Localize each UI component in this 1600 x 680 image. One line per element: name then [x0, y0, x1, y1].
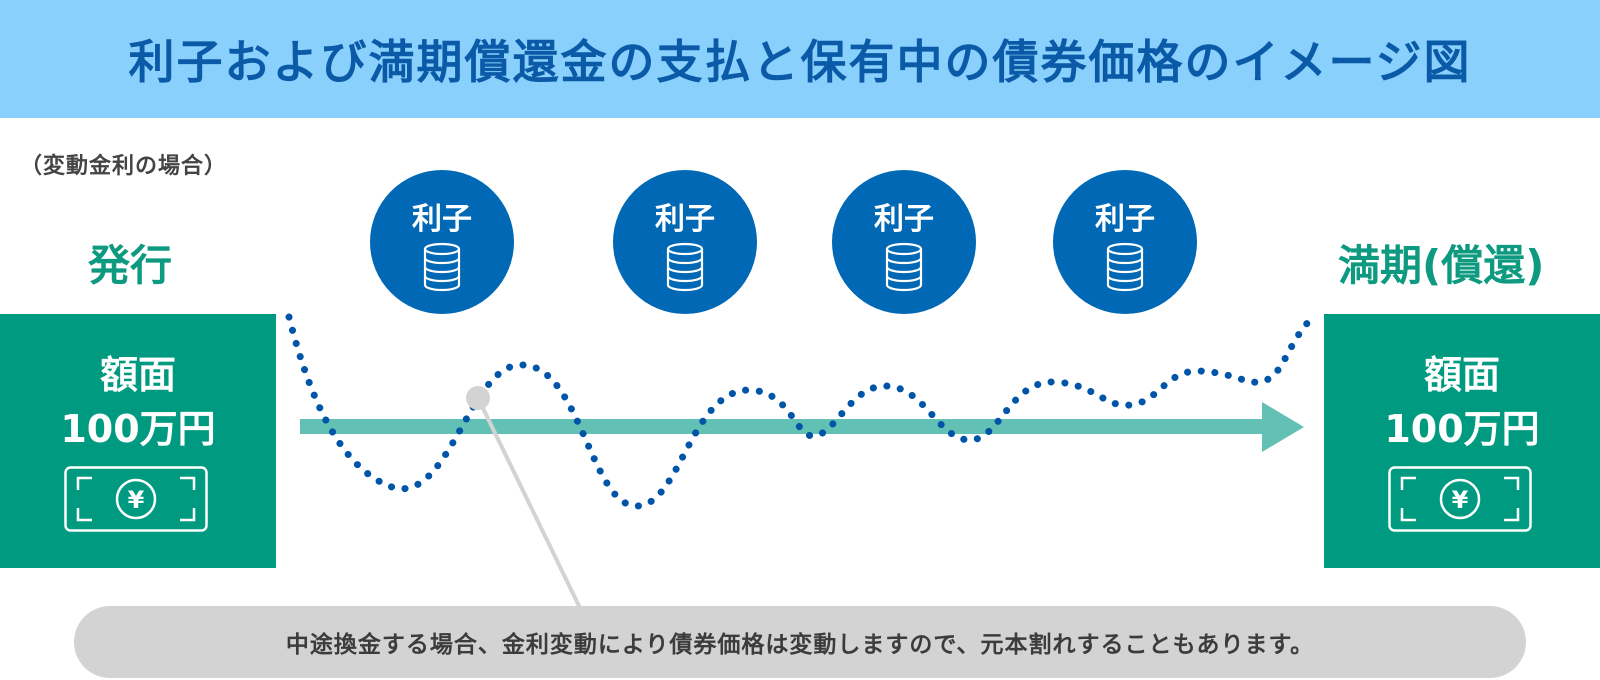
svg-text:¥: ¥: [128, 486, 145, 514]
callout-note: 中途換金する場合、金利変動により債券価格は変動しますので、元本割れすることもあり…: [74, 606, 1526, 678]
issue-face-value-box: 額面 100万円 ¥: [0, 314, 276, 568]
coin-stack-icon: [885, 242, 923, 292]
coin-stack-icon: [1106, 242, 1144, 292]
issue-label: 発行: [88, 241, 173, 290]
interest-label: 利子: [412, 202, 472, 237]
interest-label: 利子: [874, 202, 934, 237]
interest-payment-3: 利子: [832, 170, 976, 314]
interest-label: 利子: [1095, 202, 1155, 237]
price-curve: [285, 313, 1316, 510]
face-value-amount: 100万円: [1384, 407, 1540, 451]
face-value-label: 額面: [99, 353, 176, 397]
interest-payment-2: 利子: [613, 170, 757, 314]
page-title: 利子および満期償還金の支払と保有中の債券価格のイメージ図: [128, 35, 1472, 89]
interest-label: 利子: [655, 202, 715, 237]
header-banner: 利子および満期償還金の支払と保有中の債券価格のイメージ図: [0, 0, 1600, 118]
maturity-label: 満期(償還): [1338, 241, 1545, 290]
coin-stack-icon: [666, 242, 704, 292]
face-value-label: 額面: [1423, 353, 1500, 397]
callout-pointer-line: [476, 397, 582, 609]
arrow-right-icon: [300, 402, 1304, 452]
yen-banknote-icon: ¥: [64, 466, 208, 532]
subtitle: （変動金利の場合）: [20, 154, 228, 179]
callout-text: 中途換金する場合、金利変動により債券価格は変動しますので、元本割れすることもあり…: [285, 632, 1315, 658]
callout-pointer-dot: [466, 386, 490, 410]
interest-payment-4: 利子: [1053, 170, 1197, 314]
face-value-amount: 100万円: [60, 407, 216, 451]
maturity-face-value-box: 額面 100万円 ¥: [1324, 314, 1600, 568]
coin-stack-icon: [423, 242, 461, 292]
interest-payment-1: 利子: [370, 170, 514, 314]
yen-banknote-icon: ¥: [1388, 466, 1532, 532]
svg-text:¥: ¥: [1452, 486, 1469, 514]
